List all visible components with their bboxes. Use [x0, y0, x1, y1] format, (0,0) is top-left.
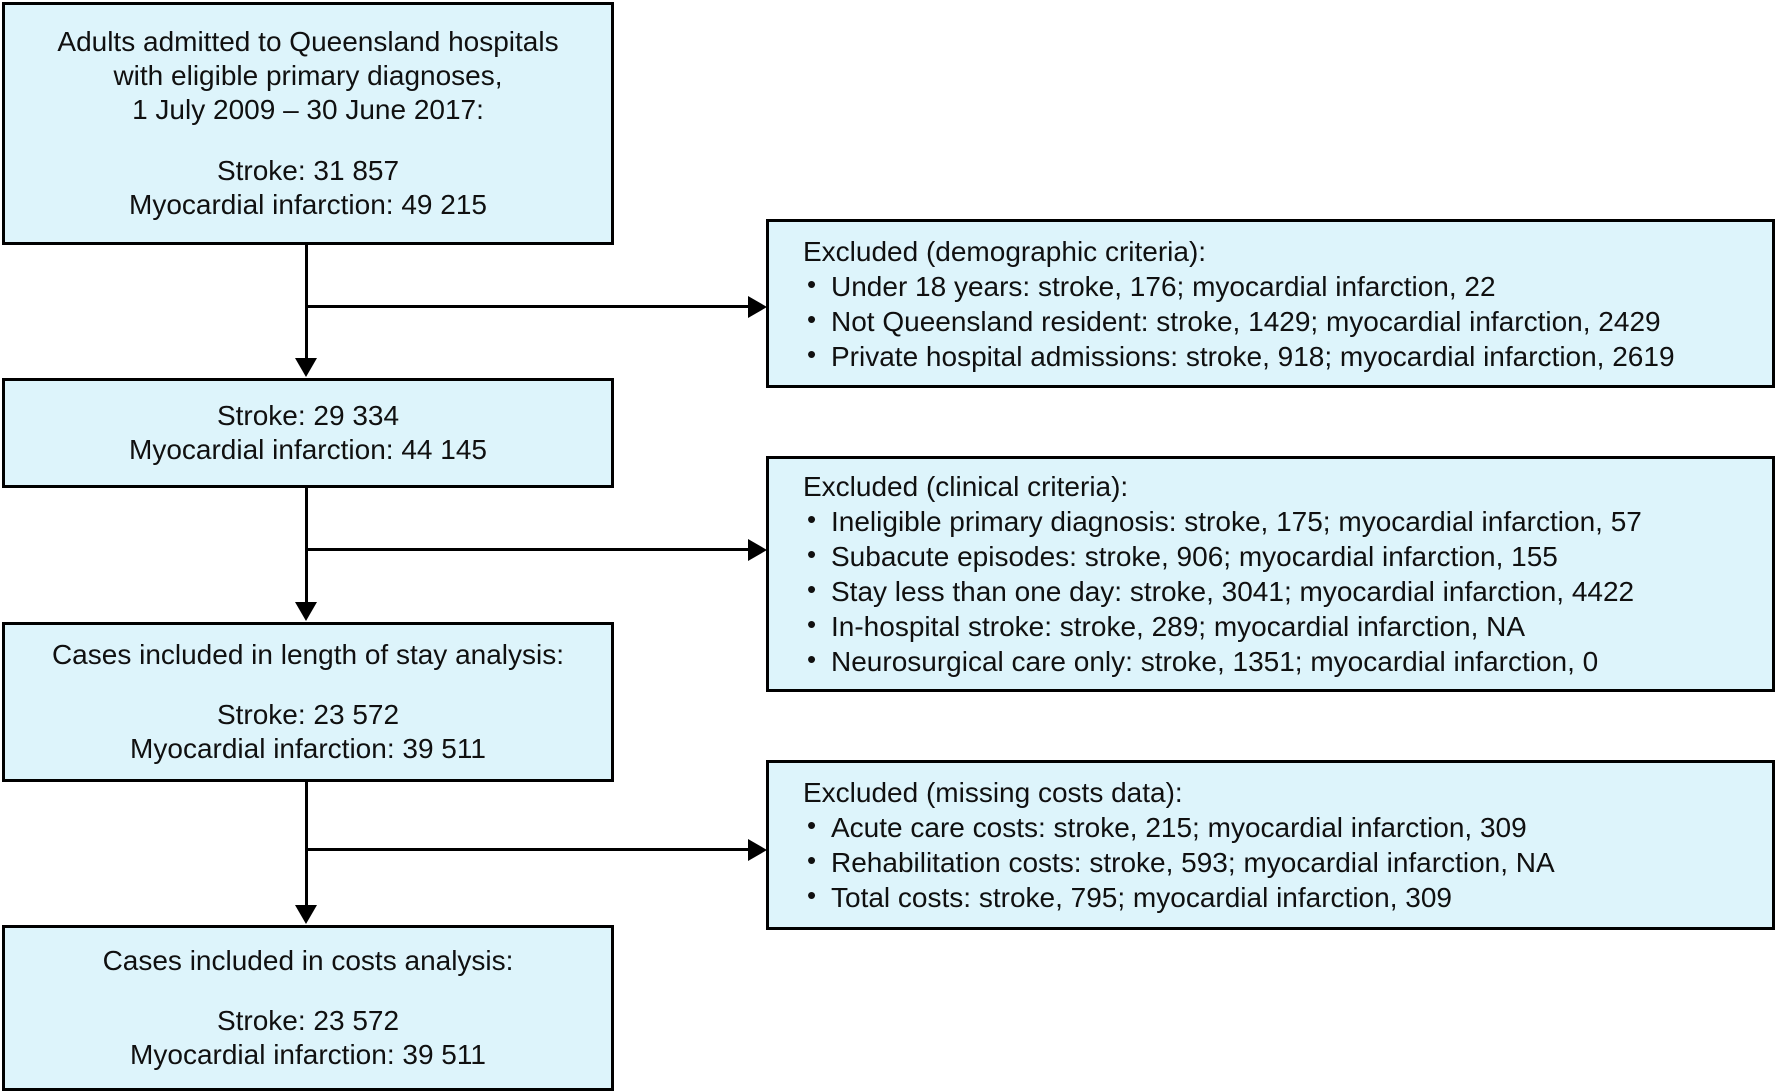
source-line-2: with eligible primary diagnoses, [113, 60, 503, 92]
length-of-stay-title: Cases included in length of stay analysi… [51, 638, 565, 670]
list-item: In-hospital stroke: stroke, 289; myocard… [803, 608, 1642, 644]
source-cohort-box: Adults admitted to Queensland hospitals … [2, 2, 614, 245]
excluded-demographic-list: Under 18 years: stroke, 176; myocardial … [803, 268, 1675, 374]
connector-arrowhead-right-1 [748, 296, 767, 318]
list-item: Private hospital admissions: stroke, 918… [803, 338, 1675, 374]
costs-analysis-box: Cases included in costs analysis: Stroke… [2, 925, 614, 1091]
list-item: Neurosurgical care only: stroke, 1351; m… [803, 643, 1642, 679]
length-of-stay-box: Cases included in length of stay analysi… [2, 622, 614, 782]
connector-arrowhead-right-2 [748, 539, 767, 561]
connector-arrowhead-down-3 [295, 905, 317, 924]
excluded-costs-title: Excluded (missing costs data): [803, 777, 1183, 808]
connector-branch-horizontal-2 [305, 548, 755, 551]
connector-arrowhead-down-1 [295, 358, 317, 377]
excluded-demographic-box: Excluded (demographic criteria): Under 1… [766, 219, 1775, 388]
connector-arrowhead-down-2 [295, 602, 317, 621]
after-demographic-mi-count: Myocardial infarction: 44 145 [129, 434, 487, 465]
connector-vertical-2 [305, 488, 308, 603]
excluded-clinical-title: Excluded (clinical criteria): [803, 471, 1129, 502]
connector-branch-horizontal-3 [305, 848, 755, 851]
list-item: Not Queensland resident: stroke, 1429; m… [803, 303, 1675, 339]
excluded-demographic-title: Excluded (demographic criteria): [803, 235, 1207, 267]
list-item: Stay less than one day: stroke, 3041; my… [803, 573, 1642, 609]
connector-vertical-3 [305, 782, 308, 906]
source-mi-count: Myocardial infarction: 49 215 [129, 188, 487, 220]
costs-analysis-title: Cases included in costs analysis: [102, 944, 514, 976]
list-item: Subacute episodes: stroke, 906; myocardi… [803, 538, 1642, 574]
costs-analysis-stroke-count: Stroke: 23 572 [216, 1004, 400, 1036]
list-item: Total costs: stroke, 795; myocardial inf… [803, 879, 1555, 915]
connector-arrowhead-right-3 [748, 839, 767, 861]
excluded-clinical-box: Excluded (clinical criteria): Ineligible… [766, 456, 1775, 692]
after-demographic-exclusions-box: Stroke: 29 334 Myocardial infarction: 44… [2, 378, 614, 488]
list-item: Acute care costs: stroke, 215; myocardia… [803, 809, 1555, 845]
costs-analysis-mi-count: Myocardial infarction: 39 511 [130, 1039, 486, 1071]
after-demographic-stroke-count: Stroke: 29 334 [216, 399, 400, 431]
excluded-costs-box: Excluded (missing costs data): Acute car… [766, 760, 1775, 930]
connector-branch-horizontal-1 [305, 305, 755, 308]
excluded-costs-list: Acute care costs: stroke, 215; myocardia… [803, 809, 1555, 915]
source-line-1: Adults admitted to Queensland hospitals [57, 26, 559, 58]
length-of-stay-stroke-count: Stroke: 23 572 [216, 698, 400, 730]
length-of-stay-mi-count: Myocardial infarction: 39 511 [130, 733, 486, 765]
list-item: Under 18 years: stroke, 176; myocardial … [803, 268, 1675, 304]
list-item: Rehabilitation costs: stroke, 593; myoca… [803, 844, 1555, 880]
list-item: Ineligible primary diagnosis: stroke, 17… [803, 503, 1642, 539]
source-line-3: 1 July 2009 – 30 June 2017: [132, 94, 484, 126]
excluded-clinical-list: Ineligible primary diagnosis: stroke, 17… [803, 503, 1642, 679]
source-stroke-count: Stroke: 31 857 [216, 154, 400, 186]
connector-vertical-1 [305, 245, 308, 359]
